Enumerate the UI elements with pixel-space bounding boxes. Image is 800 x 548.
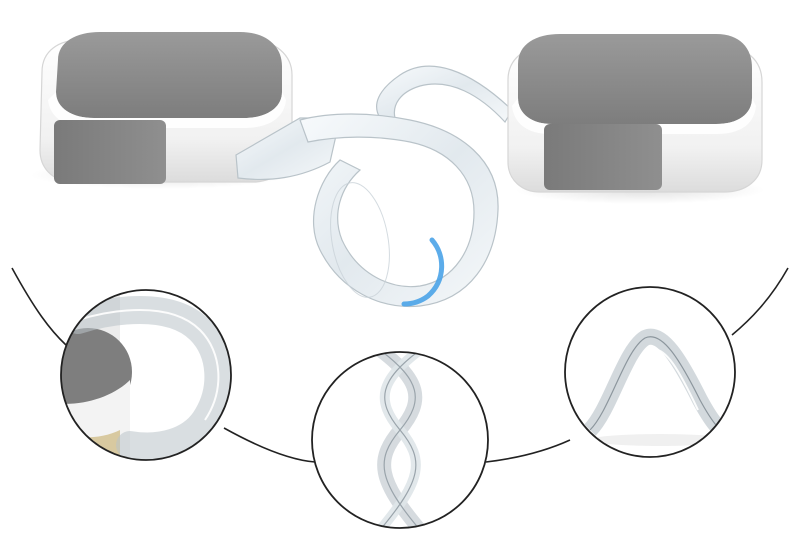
strap-bend-detail: [60, 289, 232, 461]
strap-twist-detail: [311, 351, 489, 529]
right-housing: [507, 34, 763, 193]
lock-device: [30, 32, 765, 308]
right-cap: [518, 34, 752, 124]
loop-blue-edge: [401, 237, 445, 307]
left-housing: [39, 32, 293, 184]
strap-arch-detail: [564, 286, 736, 458]
strap-back: [376, 65, 513, 124]
left-cap: [56, 32, 282, 118]
strap-loop: [299, 113, 499, 308]
right-release-tab: [544, 124, 662, 190]
left-release-tab: [54, 120, 166, 184]
connector-line: [11, 267, 789, 463]
